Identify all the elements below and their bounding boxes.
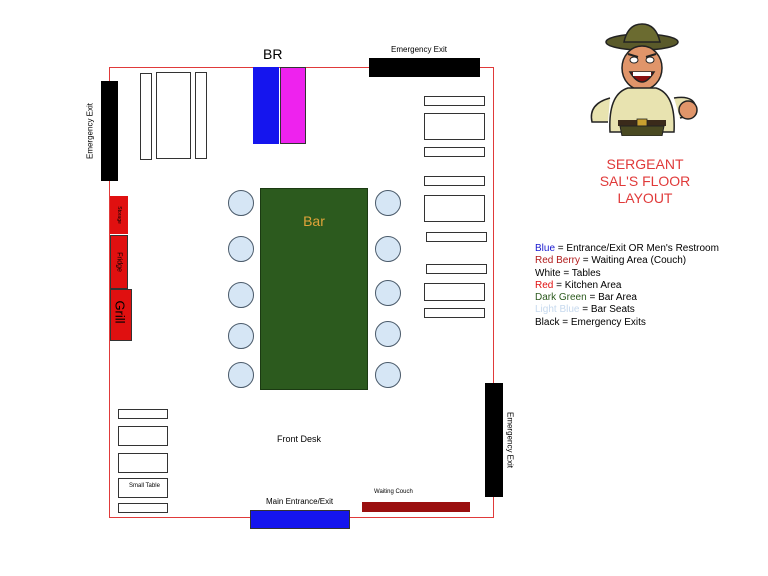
bar-label: Bar — [303, 213, 325, 229]
legend-desc: = Entrance/Exit OR Men's Restroom — [555, 243, 719, 254]
table — [118, 426, 168, 446]
legend-key: White — [535, 267, 561, 279]
legend-key: Light Blue — [535, 304, 580, 316]
legend-key: Red — [535, 279, 554, 291]
storage-label: Storage — [116, 206, 122, 224]
table — [424, 96, 485, 106]
grill-label: Grill — [112, 300, 128, 324]
bar-area — [260, 188, 368, 390]
waiting-couch-label: Waiting Couch — [374, 489, 413, 495]
legend-desc: = Waiting Area (Couch) — [580, 255, 687, 267]
title-line-1: SERGEANT — [606, 156, 684, 172]
table — [156, 72, 191, 159]
legend-desc: = Tables — [560, 267, 601, 279]
bar-seat — [375, 190, 401, 216]
legend-item: Light Blue = Bar Seats — [535, 304, 719, 316]
legend: Blue = Entrance/Exit OR Men's Restroom R… — [535, 243, 719, 329]
table — [424, 176, 485, 186]
table — [424, 308, 485, 318]
emergency-exit-top-label: Emergency Exit — [391, 45, 448, 54]
table — [118, 503, 168, 513]
legend-desc: = Kitchen Area — [553, 279, 622, 291]
legend-item: Black = Emergency Exits — [535, 317, 719, 329]
emergency-exit-left — [101, 81, 118, 181]
table — [424, 113, 485, 140]
legend-desc: = Bar Area — [586, 292, 637, 304]
bar-seat — [228, 282, 254, 308]
emergency-exit-left-label: Emergency Exit — [85, 102, 95, 160]
legend-item: White = Tables — [535, 268, 719, 280]
bar-seat — [228, 362, 254, 388]
title-line-3: LAYOUT — [617, 190, 673, 206]
table — [424, 283, 485, 301]
legend-item: Red = Kitchen Area — [535, 280, 719, 292]
bar-seat — [375, 362, 401, 388]
bar-seat — [375, 280, 401, 306]
emergency-exit-top — [369, 58, 480, 77]
kitchen-fridge — [110, 235, 128, 289]
table — [426, 232, 487, 242]
kitchen-grill — [110, 289, 132, 341]
emergency-exit-right-label: Emergency Exit — [505, 411, 515, 469]
table — [426, 264, 487, 274]
emergency-exit-right — [485, 383, 503, 497]
table — [195, 72, 207, 159]
legend-desc: = Bar Seats — [579, 304, 635, 316]
legend-item: Dark Green = Bar Area — [535, 292, 719, 304]
legend-item: Blue = Entrance/Exit OR Men's Restroom — [535, 243, 719, 255]
legend-item: Red Berry = Waiting Area (Couch) — [535, 255, 719, 267]
legend-key: Dark Green — [535, 292, 587, 304]
bar-seat — [375, 321, 401, 347]
layout-title: SERGEANT SAL'S FLOOR LAYOUT — [570, 156, 720, 207]
small-table-label: Small Table — [129, 483, 160, 489]
mens-restroom-door — [253, 67, 279, 144]
small-table: Small Table — [118, 478, 168, 498]
table — [140, 73, 152, 160]
legend-key: Blue — [535, 243, 556, 254]
legend-key: Red Berry — [535, 255, 581, 267]
legend-key: Black — [535, 316, 560, 328]
legend-desc: = Emergency Exits — [559, 316, 646, 328]
main-entrance-label: Main Entrance/Exit — [266, 497, 334, 506]
fridge-label: Fridge — [115, 252, 123, 272]
title-line-2: SAL'S FLOOR — [599, 173, 691, 189]
table — [118, 453, 168, 473]
main-entrance — [250, 510, 350, 529]
bar-seat — [228, 323, 254, 349]
bar-seat — [228, 190, 254, 216]
table — [118, 409, 168, 419]
front-desk-label: Front Desk — [277, 434, 322, 444]
table — [424, 147, 485, 157]
bar-seat — [228, 236, 254, 262]
waiting-couch — [362, 502, 470, 512]
restroom-label: BR — [263, 46, 283, 62]
table — [424, 195, 485, 222]
kitchen-storage — [110, 196, 128, 234]
sergeant-illustration — [590, 23, 698, 136]
bar-seat — [375, 236, 401, 262]
restroom-door — [280, 67, 306, 144]
